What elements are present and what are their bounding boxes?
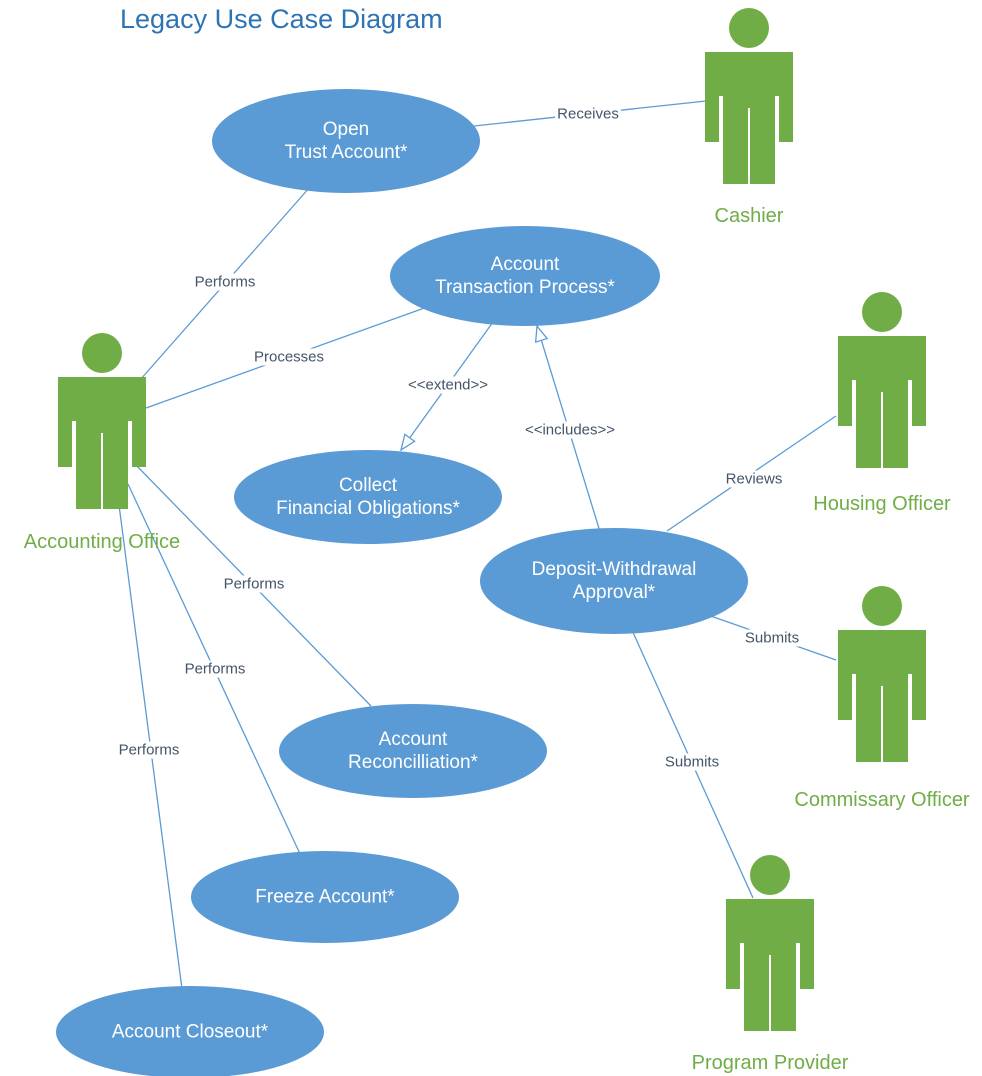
use-case-label-line: Account	[379, 729, 448, 750]
rel-extend-label: <<extend>>	[408, 377, 488, 394]
diagram-title: Legacy Use Case Diagram	[120, 4, 443, 34]
actor-cashier[interactable]: Cashier	[705, 8, 793, 227]
rel-submits-commissary-label: Submits	[745, 630, 799, 647]
actor-label: Housing Officer	[813, 493, 951, 515]
use-case-label-line: Trust Account*	[285, 142, 408, 163]
stick-person-icon	[726, 855, 814, 1031]
use-case-label-line: Approval*	[573, 582, 656, 603]
rel-reviews-label-background	[723, 470, 785, 488]
rel-recon-performs-label-background	[221, 575, 287, 593]
rel-freeze-performs-label-background	[182, 660, 248, 678]
rel-processes-label: Processes	[254, 349, 324, 366]
rel-includes-label-background	[522, 421, 618, 439]
rel-freeze-performs-label: Performs	[185, 661, 246, 678]
rel-extend-label-background	[405, 376, 491, 394]
use-case-label-line: Account	[491, 254, 560, 275]
rel-includes-label: <<includes>>	[525, 422, 615, 439]
actor-housing-officer[interactable]: Housing Officer	[813, 292, 951, 515]
actor-commissary-officer[interactable]: Commissary Officer	[794, 586, 970, 811]
actor-head	[862, 586, 902, 626]
rel-submits-commissary-label-background	[742, 629, 802, 647]
rel-closeout-performs-label: Performs	[119, 742, 180, 759]
use-case-label-line: Transaction Process*	[435, 277, 615, 298]
rel-submits-provider-label-background	[662, 753, 722, 771]
use-case-label-line: Freeze Account*	[255, 887, 395, 908]
use-case-shape	[212, 89, 480, 193]
actor-head	[750, 855, 790, 895]
use-case-shape	[56, 986, 324, 1076]
actor-program-provider[interactable]: Program Provider	[692, 855, 849, 1074]
rel-submits-provider-label: Submits	[665, 754, 719, 771]
rel-receives-label: Receives	[557, 106, 619, 123]
use-case-label-line: Financial Obligations*	[276, 498, 460, 519]
actor-label: Accounting Office	[24, 531, 180, 553]
stick-person-icon	[838, 586, 926, 762]
actor-head	[862, 292, 902, 332]
use-case-label-line: Deposit-Withdrawal	[532, 559, 697, 580]
rel-reviews-label: Reviews	[726, 471, 783, 488]
use-case-label-line: Account Closeout*	[112, 1022, 269, 1043]
actor-head	[82, 333, 122, 373]
rel-processes-label-background	[251, 348, 327, 366]
actor-label: Cashier	[715, 205, 784, 227]
use-case-shape	[480, 528, 748, 634]
rel-open-performs-label: Performs	[195, 274, 256, 291]
rel-recon-performs-label: Performs	[224, 576, 285, 593]
use-case-label-line: Open	[323, 119, 369, 140]
stick-person-icon	[705, 8, 793, 184]
use-case-label-line: Reconcilliation*	[348, 752, 479, 773]
rel-receives-label-background	[555, 105, 621, 123]
actor-accounting-office[interactable]: Accounting Office	[24, 333, 180, 553]
use-case-account-closeout[interactable]: Account Closeout*	[56, 986, 324, 1076]
stick-person-icon	[838, 292, 926, 468]
stick-person-icon	[58, 333, 146, 509]
use-case-label-line: Collect	[339, 475, 398, 496]
actor-label: Commissary Officer	[794, 789, 970, 811]
actor-head	[729, 8, 769, 48]
rel-closeout-performs-label-background	[116, 741, 182, 759]
use-case-shape	[191, 851, 459, 943]
use-case-freeze-account[interactable]: Freeze Account*	[191, 851, 459, 943]
actor-label: Program Provider	[692, 1052, 849, 1074]
use-case-shape	[390, 226, 660, 326]
rel-open-performs-label-background	[192, 273, 258, 291]
use-case-shape	[279, 704, 547, 798]
label-layer: ReceivesPerformsProcesses<<extend>><<inc…	[116, 105, 802, 771]
use-case-shape	[234, 450, 502, 544]
